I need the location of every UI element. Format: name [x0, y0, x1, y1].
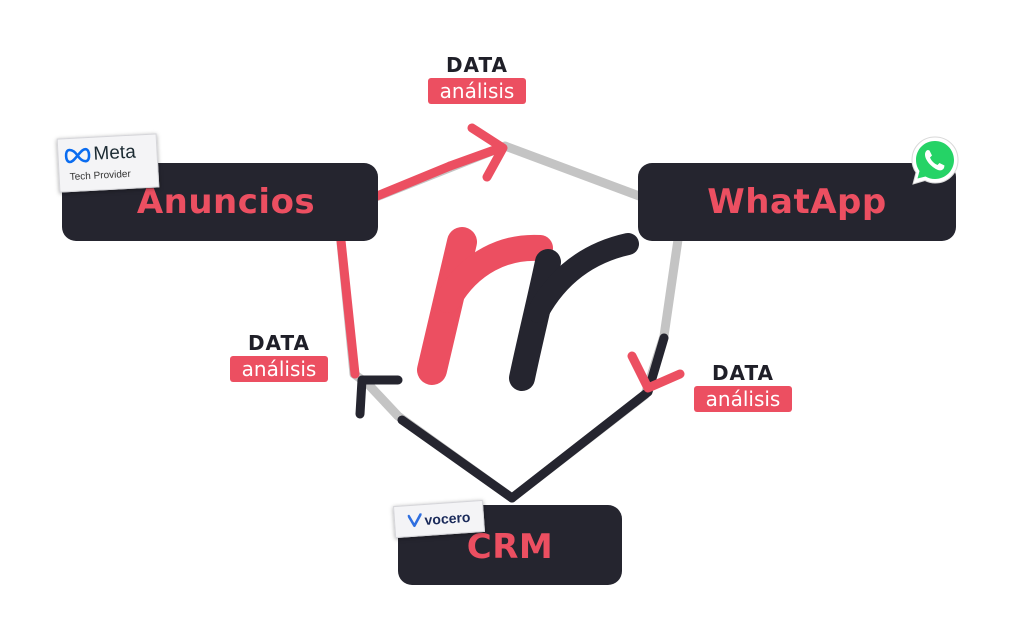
arrow-head-top: [467, 123, 508, 182]
whatsapp-icon: [911, 136, 959, 185]
data-tag-right: DATA análisis: [684, 360, 802, 412]
data-tag-top-title: DATA: [445, 53, 509, 77]
node-anuncios-label: Anuncios: [136, 182, 316, 222]
node-whatsapp-label: WhatApp: [707, 182, 887, 222]
arrow-head-left: [355, 375, 403, 419]
arrow-head-right: [627, 351, 685, 393]
rr-monogram-logo: [417, 227, 639, 391]
flow-segment-crm-to-anuncios: [397, 415, 517, 503]
meta-infinity-icon: [64, 147, 91, 164]
data-tag-left-subtitle: análisis: [229, 356, 329, 382]
data-tag-top-subtitle: análisis: [427, 78, 527, 104]
data-tag-left-title: DATA: [247, 331, 311, 355]
data-tag-left: DATA análisis: [222, 330, 336, 382]
meta-badge-subtitle: Tech Provider: [69, 168, 132, 184]
meta-badge-name: Meta: [92, 141, 137, 165]
shield-path-base: [333, 141, 687, 503]
meta-tech-provider-badge: Meta Tech Provider: [56, 133, 160, 193]
vocero-badge: vocero: [392, 499, 486, 539]
node-whatsapp: WhatApp: [638, 163, 956, 241]
flow-segment-top-red: [445, 143, 505, 171]
data-tag-top: DATA análisis: [420, 52, 534, 104]
data-tag-right-subtitle: análisis: [693, 386, 793, 412]
vocero-v-icon: [407, 513, 422, 528]
node-crm-label: CRM: [466, 527, 554, 567]
data-tag-right-title: DATA: [711, 361, 775, 385]
vocero-badge-name: vocero: [424, 508, 471, 528]
